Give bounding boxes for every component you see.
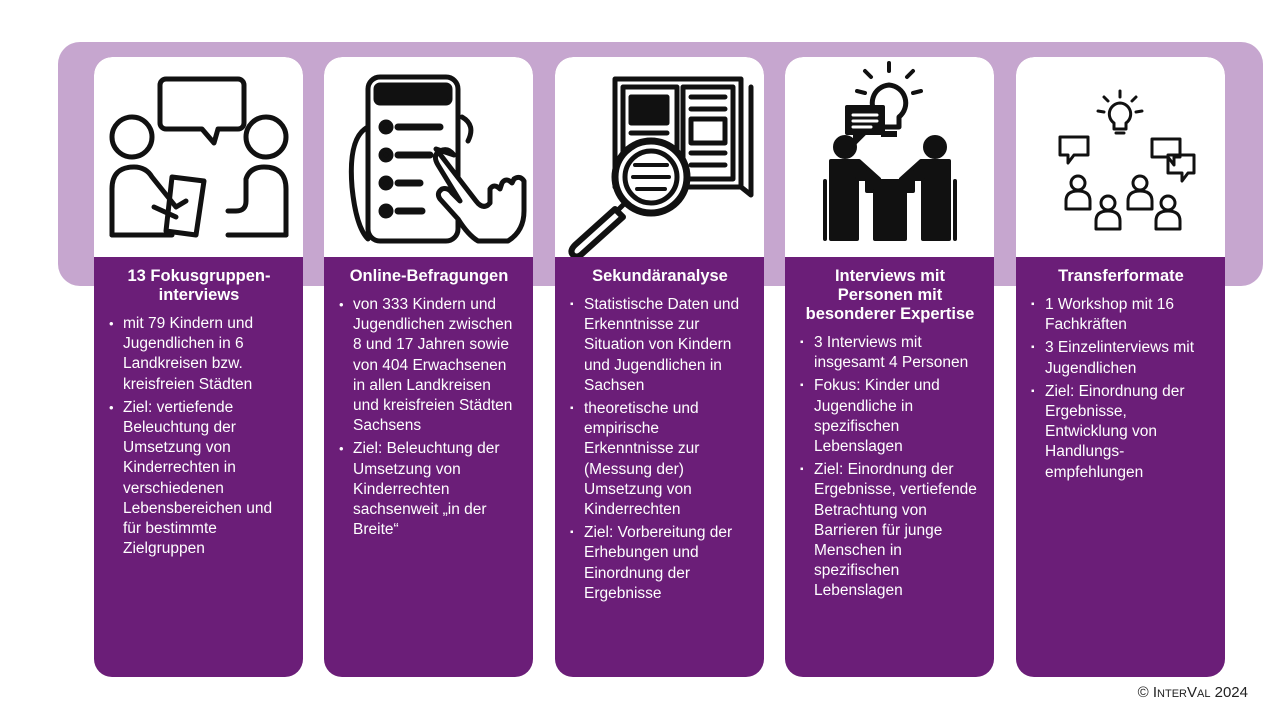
card-title: Transferformate: [1058, 267, 1184, 285]
card-title: 13 Fokusgruppen-interviews: [127, 267, 271, 304]
card-body: Interviews mit Personen mit besonderer E…: [785, 267, 994, 605]
list-item: ▪3 Einzelinterviews mit Jugendlichen: [1031, 339, 1195, 377]
card-body: 13 Fokusgruppen-interviews •mit 79 Kinde…: [94, 267, 303, 562]
card-body: Transferformate ▪1 Workshop mit 16 Fachk…: [1016, 267, 1225, 486]
workshop-group-icon: [1058, 89, 1196, 231]
list-item: •mit 79 Kindern und Jugendlichen in 6 La…: [109, 315, 254, 393]
card-secondary-analysis: Sekundäranalyse ▪Statistische Daten und …: [555, 57, 764, 677]
card-image: [785, 57, 994, 257]
list-item: •Ziel: Beleuchtung der Umsetzung von Kin…: [339, 440, 500, 539]
smartphone-survey-icon: [348, 74, 527, 244]
card-focus-groups: 13 Fokusgruppen-interviews •mit 79 Kinde…: [94, 57, 303, 677]
card-image: [324, 57, 533, 257]
list-item: •Ziel: vertiefende Beleuchtung der Umset…: [109, 398, 273, 558]
card-online-surveys: Online-Befragungen •von 333 Kindern und …: [324, 57, 533, 677]
card-body: Sekundäranalyse ▪Statistische Daten und …: [555, 267, 764, 607]
list-item: ▪Fokus: Kinder und Jugendliche in spezif…: [800, 377, 940, 456]
card-expert-interviews: Interviews mit Personen mit besonderer E…: [785, 57, 994, 677]
list-item: ▪Statistische Daten und Erkenntnisse zur…: [570, 296, 740, 394]
magnifier-document-icon: [568, 76, 754, 257]
list-item: ▪1 Workshop mit 16 Fachkräften: [1031, 296, 1174, 334]
card-image: [555, 57, 764, 257]
card-title: Sekundäranalyse: [592, 267, 728, 285]
list-item: ▪Ziel: Einordnung der Ergebnisse, vertie…: [800, 461, 977, 600]
card-image: [94, 57, 303, 257]
list-item: ▪Ziel: Einordnung der Ergebnisse, Entwic…: [1031, 382, 1185, 481]
card-title: Interviews mit Personen mit besonderer E…: [805, 267, 975, 323]
list-item: ▪3 Interviews mit insgesamt 4 Personen: [800, 334, 969, 372]
list-item: ▪Ziel: Vorbereitung der Erhebungen und E…: [570, 524, 733, 602]
focus-group-conversation-icon: [109, 76, 289, 238]
card-title: Online-Befragungen: [349, 267, 509, 285]
expert-meeting-lightbulb-icon: [823, 61, 957, 241]
card-body: Online-Befragungen •von 333 Kindern und …: [324, 267, 533, 543]
card-image: [1016, 57, 1225, 257]
list-item: •von 333 Kindern und Jugendlichen zwisch…: [339, 296, 513, 435]
card-transfer-formats: Transferformate ▪1 Workshop mit 16 Fachk…: [1016, 57, 1225, 677]
list-item: ▪theoretische und empirische Erkenntniss…: [570, 400, 700, 519]
copyright-notice: © InterVal 2024: [1137, 684, 1248, 701]
